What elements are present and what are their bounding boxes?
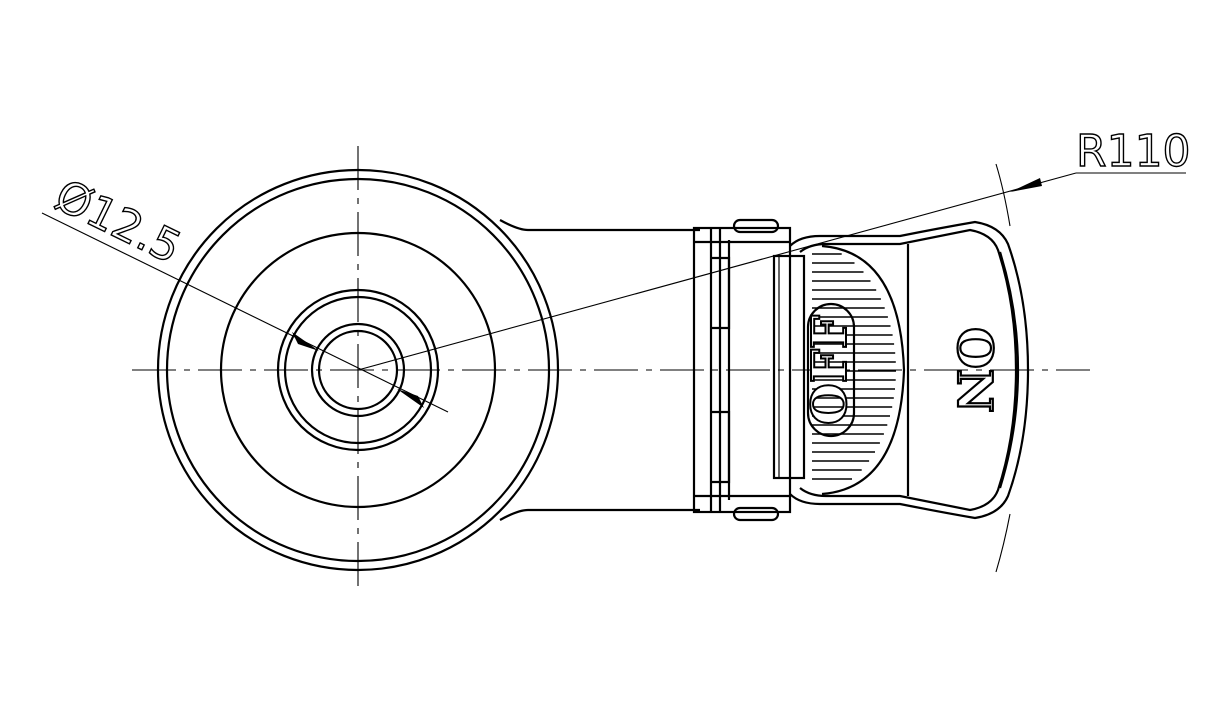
off-badge xyxy=(806,302,856,438)
radius-arrow xyxy=(1010,178,1042,192)
eye-outer-inner-circle xyxy=(165,177,551,563)
radius-dimension: R110 xyxy=(357,125,1191,371)
eye-body xyxy=(156,168,560,572)
pin-top xyxy=(732,218,780,234)
lever-tip-edge xyxy=(998,251,1020,489)
radius-leader-line xyxy=(357,172,1077,371)
pin-bottom xyxy=(732,506,780,522)
knurl-drum-outline xyxy=(821,244,906,496)
housing-frame xyxy=(692,226,792,514)
lever-inner-outline xyxy=(799,228,1018,512)
on-label: ON xyxy=(946,327,1002,413)
switch-housing xyxy=(692,218,806,522)
bore-ring-outer xyxy=(276,288,440,452)
bore-inner xyxy=(317,329,399,411)
radius-arc-top xyxy=(995,163,1011,227)
eye-outer-circle xyxy=(156,168,560,572)
lever-outer-outline xyxy=(789,220,1030,520)
eye-mid-circle xyxy=(219,231,497,509)
radius-arc-bottom xyxy=(995,513,1011,573)
neck xyxy=(499,219,700,521)
bore-ring-inner xyxy=(283,295,433,445)
diameter-arrow-1 xyxy=(292,332,319,351)
bore-outer xyxy=(310,322,406,418)
diameter-label: Ø12.5 xyxy=(47,170,189,274)
neck-bottom-edge xyxy=(499,508,700,521)
neck-top-edge xyxy=(499,219,700,232)
diameter-leader-line xyxy=(41,212,449,413)
off-label: OFF xyxy=(802,315,858,425)
radius-label: R110 xyxy=(1076,126,1191,177)
lever-plate xyxy=(772,254,806,480)
diameter-arrow-2 xyxy=(397,389,424,408)
lever-handle: OFF ON xyxy=(789,220,1030,520)
